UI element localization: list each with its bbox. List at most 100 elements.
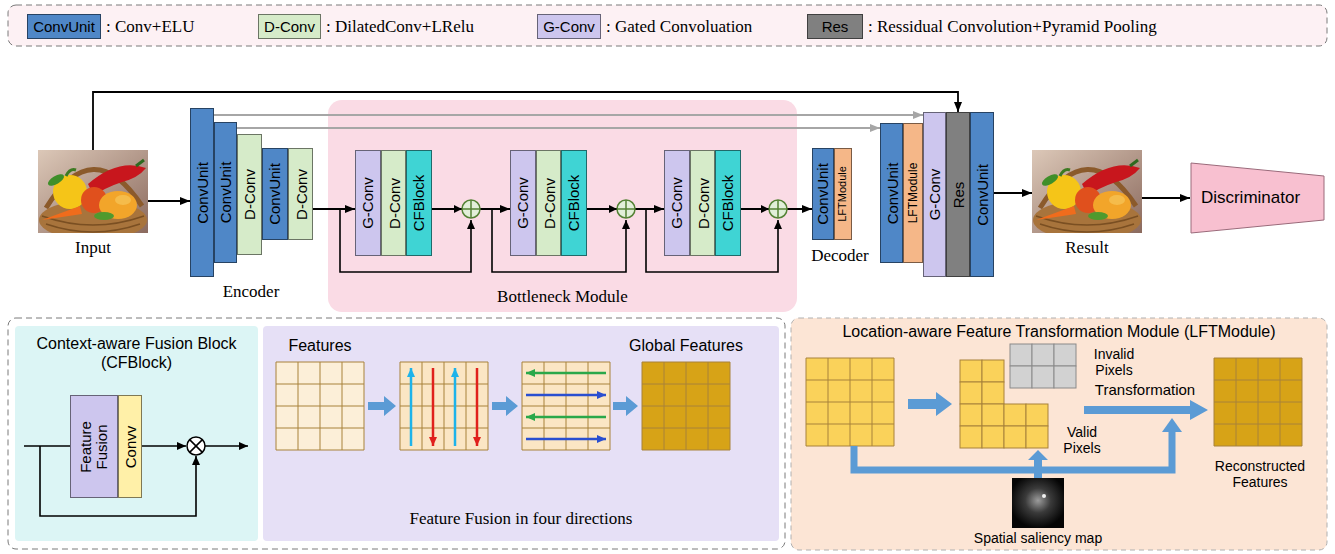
label-slot: Valid Pixels [1054, 424, 1110, 456]
block-label: G-Conv [923, 114, 946, 275]
grid-label: Reconstructed Features [1205, 458, 1315, 490]
res-block: Res [946, 112, 970, 277]
convunit-block: ConvUnit [880, 123, 903, 263]
label-slot: D-Conv [258, 14, 321, 39]
block-label: G-Conv [355, 152, 381, 254]
arrow-connector [994, 192, 1032, 194]
add-symbol [761, 200, 787, 218]
arrow-connector [1142, 197, 1190, 199]
block-label: LFTModule [903, 125, 923, 261]
block-label: D-Conv [288, 150, 313, 238]
block-label: ConvUnit [214, 124, 237, 261]
panel-heading: Feature Fusion in four directions [410, 509, 633, 529]
arrow-connector [214, 114, 923, 116]
block-label: ConvUnit [812, 150, 834, 238]
multiply-symbol [187, 437, 205, 455]
block-label: D-Conv [690, 152, 715, 254]
label-slot: Decoder [805, 246, 875, 266]
conv-block: Convv [118, 395, 142, 498]
image-caption: Spatial saliency map [974, 530, 1102, 546]
convunit-block: ConvUnit [812, 148, 834, 240]
convunit-block: ConvUnit [262, 148, 288, 240]
panel-heading: Context-aware Fusion Block (CFBlock) [24, 334, 249, 372]
section-label: Encoder [223, 282, 280, 302]
section-label: Decoder [811, 246, 869, 266]
dconv-block: D-Conv [288, 148, 313, 240]
gconv-block: G-Conv [664, 150, 690, 256]
lftmodule-block: LFTModule [903, 123, 923, 263]
image-caption: Input [75, 238, 111, 258]
label-slot: Invalid Pixels [1082, 346, 1146, 378]
dconv-block: D-Conv [381, 150, 406, 256]
cfblock-block: CFBlock [406, 150, 432, 256]
panel-heading: Location-aware Feature Transformation Mo… [842, 322, 1275, 341]
label-slot: Spatial saliency map [953, 530, 1123, 546]
block-label: D-Conv [536, 152, 561, 254]
block-label: Feature Fusion [70, 407, 118, 487]
label-slot: Res [807, 14, 863, 39]
label-slot: Reconstructed Features [1205, 458, 1315, 490]
legend-text: : Ressidual Convolution+Pyramid Pooling [868, 17, 1157, 37]
fusion-panel: Feature Fusion in four directions [263, 326, 779, 541]
image-caption: Result [1065, 238, 1108, 258]
cfblock-block: CFBlock [715, 150, 741, 256]
legend-block-name: ConvUnit [33, 18, 95, 35]
convunit-block: ConvUnit [214, 122, 237, 263]
block-label: CFBlock [406, 152, 432, 254]
block-label: ConvUnit [880, 125, 903, 261]
block-label: G-Conv [664, 152, 690, 254]
block-label: ConvUnit [190, 110, 214, 275]
grid-label: Global Features [629, 337, 743, 355]
add-symbol [609, 200, 635, 218]
pixel-label: Valid Pixels [1054, 424, 1110, 456]
pixel-label: Invalid Pixels [1082, 346, 1146, 378]
convunit-block: ConvUnit [970, 112, 994, 277]
block-label: Convv [118, 397, 142, 496]
arrow-connector [148, 200, 190, 202]
block-label: D-Conv [237, 136, 262, 253]
lftmodule-block: LFTModule [834, 148, 852, 240]
label-slot: Features [270, 337, 370, 355]
add-symbol [454, 200, 480, 218]
feature-fusion-block: Feature Fusion [70, 395, 118, 498]
legend-text: : Gated Convoluation [606, 17, 752, 37]
dconv-block: D-Conv [536, 150, 561, 256]
input-image: Input [38, 150, 148, 258]
gconv-block: G-Conv [510, 150, 536, 256]
convunit-block: ConvUnit [190, 108, 214, 277]
block-label: ConvUnit [262, 150, 288, 238]
arrow-connector [237, 127, 880, 129]
bottleneck-panel: Bottleneck ModuleG-ConvD-ConvCFBlockG-Co… [328, 100, 797, 312]
block-label: Res [946, 114, 970, 275]
block-label: ConvUnit [970, 114, 994, 275]
label-slot: Global Features [616, 337, 756, 355]
legend-block-name: Res [822, 18, 849, 35]
block-label: Discriminator [1201, 188, 1300, 208]
grid-label: Features [288, 337, 351, 355]
legend-text: : Conv+ELU [106, 17, 194, 37]
trapezoid-shape [1191, 163, 1324, 233]
block-label: CFBlock [715, 152, 741, 254]
cfblock-panel: Context-aware Fusion Block (CFBlock) Feat… [15, 326, 258, 541]
dconv-block: D-Conv [690, 150, 715, 256]
result-image: Result [1032, 150, 1142, 258]
lftmodule-panel: Location-aware Feature Transformation Mo… [791, 318, 1327, 550]
block-label: G-Conv [510, 152, 536, 254]
dconv-block: D-Conv [237, 134, 262, 255]
legend-block-name: G-Conv [543, 18, 595, 35]
legend-text: : DilatedConv+LRelu [326, 17, 474, 37]
legend-item: : Ressidual Convolution+Pyramid Pooling [807, 13, 1157, 40]
arrow-connector [313, 208, 355, 210]
block-label: D-Conv [381, 152, 406, 254]
discriminator-trapezoid: Discriminator [1190, 162, 1325, 234]
panel-heading: Bottleneck Module [497, 287, 628, 307]
label-slot: Encoder [206, 282, 296, 302]
block-label: CFBlock [561, 152, 587, 254]
label-slot: Transformation [1090, 381, 1200, 398]
step-label: Transformation [1095, 381, 1195, 398]
label-slot: G-Conv [537, 14, 601, 39]
gconv-block: G-Conv [355, 150, 381, 256]
